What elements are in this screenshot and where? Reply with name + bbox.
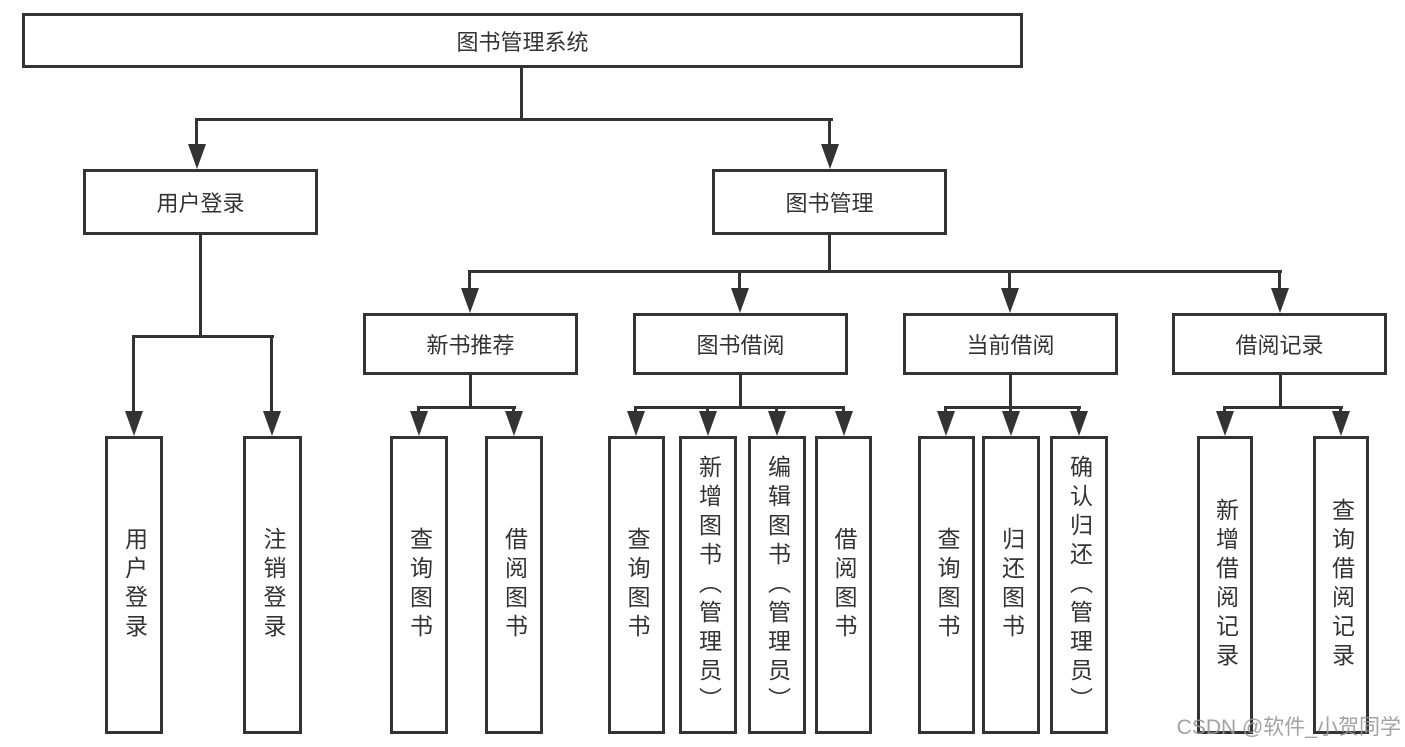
connector-line bbox=[828, 235, 831, 272]
leaf-logout-label: 注销登录 bbox=[260, 527, 286, 643]
connector-line bbox=[1224, 406, 1343, 409]
connector-arrowhead-icon bbox=[768, 411, 786, 436]
connector-line bbox=[520, 68, 523, 120]
connector-line bbox=[634, 406, 845, 409]
connector-arrow-stem bbox=[738, 270, 741, 295]
connector-arrowhead-icon bbox=[821, 144, 839, 169]
connector-line bbox=[199, 235, 202, 337]
leaf-query-books-borrowing: 查询图书 bbox=[608, 436, 665, 734]
leaf-borrow-books-recommend: 借阅图书 bbox=[485, 436, 543, 734]
node-book-management: 图书管理 bbox=[712, 169, 947, 235]
node-user-login-label: 用户登录 bbox=[156, 191, 245, 216]
connector-arrow-stem bbox=[468, 270, 471, 295]
node-borrow-records: 借阅记录 bbox=[1172, 313, 1387, 375]
leaf-add-borrow-record-label: 新增借阅记录 bbox=[1212, 498, 1239, 672]
connector-arrowhead-icon bbox=[461, 288, 479, 313]
connector-line bbox=[196, 118, 833, 121]
node-new-book-recommend: 新书推荐 bbox=[363, 313, 578, 375]
connector-arrowhead-icon bbox=[627, 411, 645, 436]
leaf-return-books-label: 归还图书 bbox=[998, 527, 1025, 643]
connector-arrow-stem bbox=[828, 118, 831, 151]
node-book-borrowing: 图书借阅 bbox=[633, 313, 848, 375]
leaf-edit-books-admin-label: 编辑图书（管理员） bbox=[764, 454, 791, 716]
leaf-query-books-recommend-label: 查询图书 bbox=[406, 527, 433, 643]
connector-arrowhead-icon bbox=[1001, 288, 1019, 313]
connector-arrowhead-icon bbox=[1271, 288, 1289, 313]
connector-arrow-stem bbox=[132, 335, 135, 418]
leaf-borrow-books-recommend-label: 借阅图书 bbox=[501, 527, 528, 643]
connector-line bbox=[739, 375, 742, 408]
connector-line bbox=[133, 335, 274, 338]
leaf-query-books-borrowing-label: 查询图书 bbox=[624, 527, 650, 643]
connector-line bbox=[468, 270, 1282, 273]
connector-arrowhead-icon bbox=[731, 288, 749, 313]
connector-arrowhead-icon bbox=[263, 411, 281, 436]
leaf-query-borrow-record-label: 查询借阅记录 bbox=[1328, 498, 1355, 672]
leaf-add-books-admin: 新增图书（管理员） bbox=[679, 436, 737, 734]
node-library-system: 图书管理系统 bbox=[22, 13, 1023, 68]
leaf-query-books-current-label: 查询图书 bbox=[934, 527, 960, 643]
node-current-borrowing: 当前借阅 bbox=[903, 313, 1118, 375]
leaf-borrow-books: 借阅图书 bbox=[815, 436, 872, 734]
leaf-confirm-return-admin-label: 确认归还（管理员） bbox=[1066, 454, 1093, 716]
connector-arrowhead-icon bbox=[1002, 411, 1020, 436]
connector-arrowhead-icon bbox=[410, 411, 428, 436]
leaf-user-login-label: 用户登录 bbox=[121, 527, 148, 643]
watermark: CSDN @软件_小贺同学 bbox=[1176, 716, 1401, 739]
connector-line bbox=[945, 406, 1081, 409]
node-library-system-label: 图书管理系统 bbox=[456, 29, 589, 55]
connector-arrow-stem bbox=[1008, 270, 1011, 295]
node-user-login: 用户登录 bbox=[83, 169, 318, 235]
connector-line bbox=[1009, 375, 1012, 408]
leaf-query-books-current: 查询图书 bbox=[918, 436, 975, 734]
connector-arrowhead-icon bbox=[1216, 411, 1234, 436]
node-book-borrowing-label: 图书借阅 bbox=[696, 333, 785, 358]
connector-arrowhead-icon bbox=[699, 411, 717, 436]
connector-arrowhead-icon bbox=[1070, 411, 1088, 436]
connector-arrow-stem bbox=[270, 335, 273, 418]
connector-arrowhead-icon bbox=[505, 411, 523, 436]
connector-arrowhead-icon bbox=[835, 411, 853, 436]
leaf-edit-books-admin: 编辑图书（管理员） bbox=[748, 436, 806, 734]
connector-line bbox=[469, 375, 472, 408]
connector-arrow-stem bbox=[195, 118, 198, 151]
leaf-confirm-return-admin: 确认归还（管理员） bbox=[1050, 436, 1108, 734]
connector-line bbox=[418, 406, 516, 409]
leaf-query-books-recommend: 查询图书 bbox=[390, 436, 448, 734]
node-current-borrowing-label: 当前借阅 bbox=[966, 333, 1055, 358]
node-new-book-recommend-label: 新书推荐 bbox=[426, 333, 515, 358]
leaf-borrow-books-label: 借阅图书 bbox=[831, 527, 857, 643]
connector-arrowhead-icon bbox=[937, 411, 955, 436]
connector-arrowhead-icon bbox=[1332, 411, 1350, 436]
node-borrow-records-label: 借阅记录 bbox=[1235, 333, 1324, 358]
leaf-query-borrow-record: 查询借阅记录 bbox=[1313, 436, 1369, 734]
connector-arrow-stem bbox=[1278, 270, 1281, 295]
connector-arrowhead-icon bbox=[125, 411, 143, 436]
leaf-user-login: 用户登录 bbox=[105, 436, 163, 734]
leaf-return-books: 归还图书 bbox=[982, 436, 1040, 734]
connector-line bbox=[1279, 375, 1282, 408]
node-book-management-label: 图书管理 bbox=[785, 191, 874, 216]
leaf-add-borrow-record: 新增借阅记录 bbox=[1197, 436, 1253, 734]
leaf-logout: 注销登录 bbox=[243, 436, 302, 734]
connector-arrowhead-icon bbox=[188, 144, 206, 169]
leaf-add-books-admin-label: 新增图书（管理员） bbox=[695, 454, 722, 716]
